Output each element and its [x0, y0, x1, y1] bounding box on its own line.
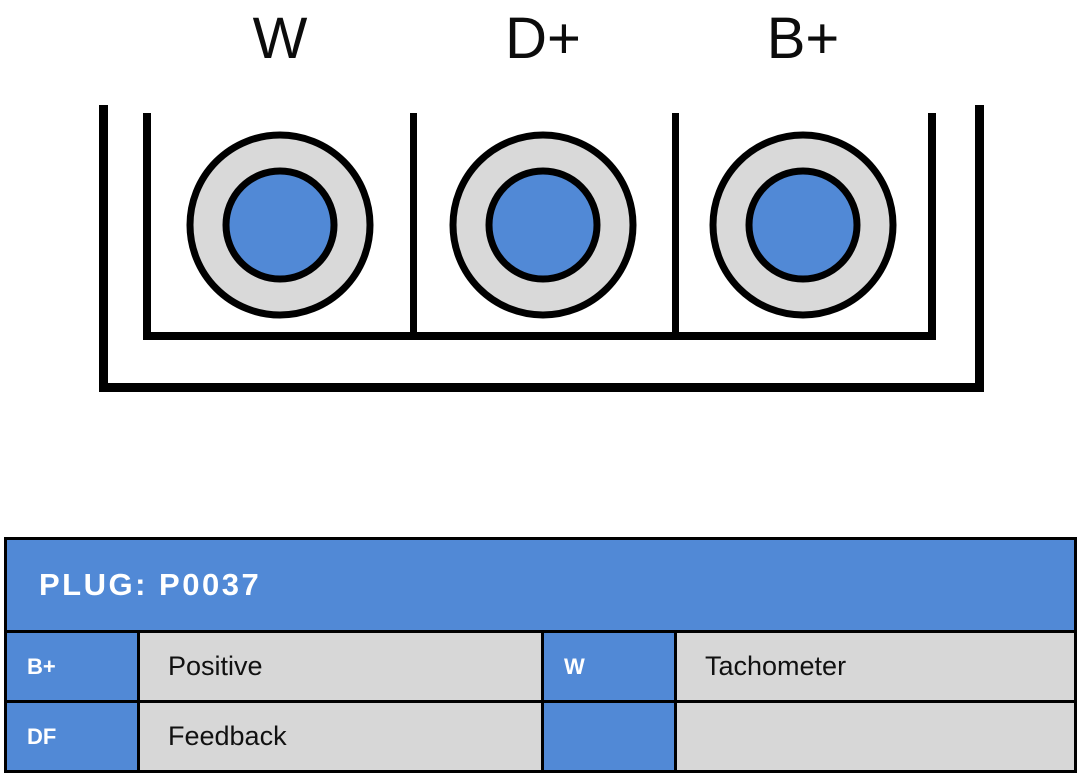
table-row: B+ Positive W Tachometer [4, 630, 1078, 703]
terminal-socket-w[interactable] [186, 131, 374, 319]
terminal-socket-bplus[interactable] [709, 131, 897, 319]
pin-label-bplus[interactable]: B+ [4, 630, 140, 703]
connector-divider-walls [410, 113, 679, 340]
plug-header-label: PLUG: P0037 [39, 567, 262, 602]
pin-description-df: Feedback [137, 700, 544, 773]
pin-description-empty [673, 700, 1078, 773]
connector-diagram: W D+ B+ [99, 6, 984, 392]
plug-header-cell: PLUG: P0037 [3, 537, 1078, 633]
pin-label-w[interactable]: W [541, 630, 677, 703]
plug-pinout-table: PLUG: P0037 B+ Positive W Tachometer DF … [3, 537, 1078, 773]
table-row: DF Feedback [4, 700, 1078, 773]
connector-inner-housing [143, 113, 936, 340]
terminal-label-bplus: B+ [767, 6, 840, 71]
pin-description-w: Tachometer [673, 630, 1078, 703]
connector-outer-housing [99, 105, 984, 392]
terminal-label-w: W [253, 6, 308, 71]
terminal-label-dplus: D+ [505, 6, 581, 71]
pin-label-df[interactable]: DF [4, 700, 140, 773]
terminal-socket-dplus[interactable] [449, 131, 637, 319]
pin-description-bplus: Positive [137, 630, 544, 703]
pin-label-empty[interactable] [541, 700, 677, 773]
table-header-row: PLUG: P0037 [3, 537, 1078, 633]
